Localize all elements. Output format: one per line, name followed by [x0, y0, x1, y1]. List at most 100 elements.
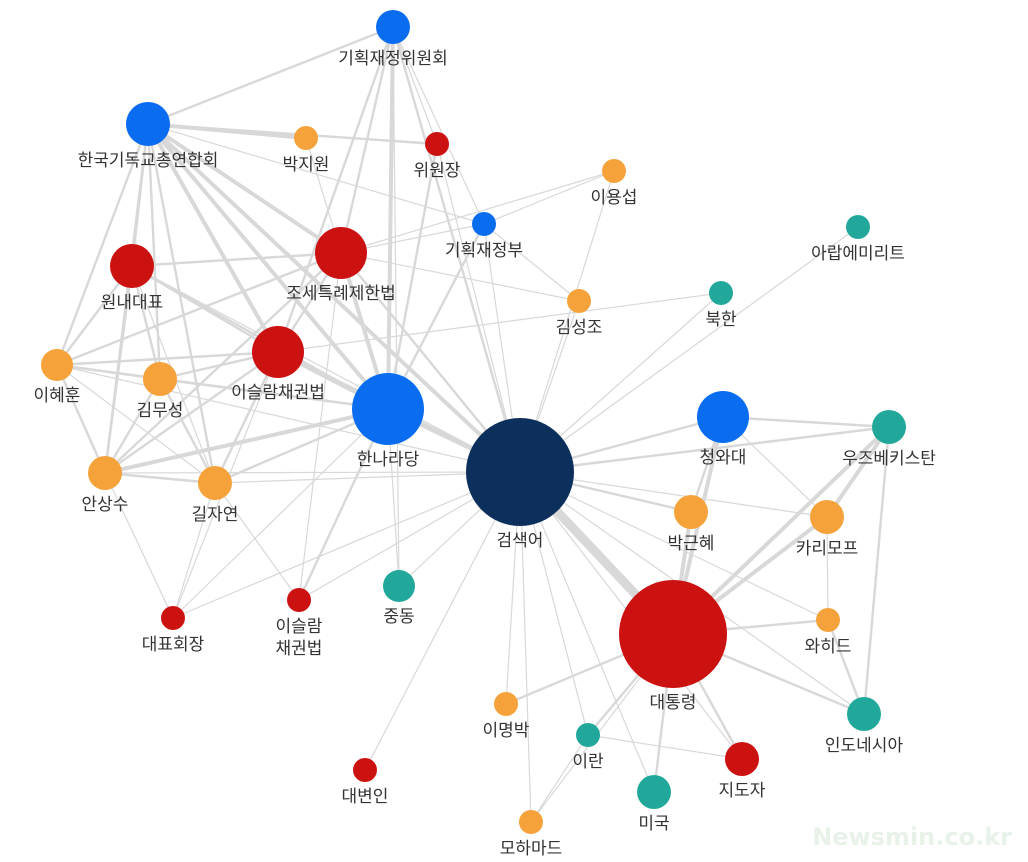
edge-원내대표-안상수: [103, 264, 134, 475]
node-circle[interactable]: [619, 580, 727, 688]
node-우즈베키스탄[interactable]: 우즈베키스탄: [842, 410, 936, 469]
edge-한국기독교총연합회-김무성: [146, 122, 162, 381]
node-이슬람채권법[interactable]: 이슬람채권법: [231, 326, 325, 403]
node-청와대[interactable]: 청와대: [697, 391, 749, 468]
node-circle[interactable]: [126, 102, 170, 146]
node-이란[interactable]: 이란: [572, 723, 604, 772]
node-길자연[interactable]: 길자연: [192, 466, 239, 525]
node-circle[interactable]: [810, 500, 844, 534]
edge-청와대-우즈베키스탄: [721, 415, 891, 429]
node-circle[interactable]: [847, 697, 881, 731]
node-이슬람-채권법[interactable]: 이슬람채권법: [276, 588, 323, 659]
node-한국기독교총연합회[interactable]: 한국기독교총연합회: [78, 102, 219, 171]
edge-검색어-위원장: [436, 143, 521, 473]
node-label: 북한: [705, 310, 737, 330]
node-조세특례제한법[interactable]: 조세특례제한법: [286, 227, 396, 304]
edge-한국기독교총연합회-조세특례제한법: [146, 122, 343, 255]
edge-조세특례제한법-원내대표: [130, 251, 343, 268]
node-기획재정부[interactable]: 기획재정부: [445, 212, 523, 261]
edge-검색어-대표회장: [172, 471, 521, 619]
node-circle[interactable]: [674, 495, 708, 529]
node-circle[interactable]: [519, 810, 543, 834]
node-label: 와히드: [805, 637, 852, 657]
edge-우즈베키스탄-인도네시아: [862, 425, 891, 716]
node-circle[interactable]: [315, 227, 367, 279]
edge-layer: [55, 25, 891, 823]
node-circle[interactable]: [816, 608, 840, 632]
node-이용섭[interactable]: 이용섭: [591, 159, 638, 208]
node-circle[interactable]: [709, 281, 733, 305]
node-circle[interactable]: [567, 289, 591, 313]
node-label: 아랍에미리트: [811, 244, 905, 264]
node-circle[interactable]: [425, 132, 449, 156]
node-기획재정위원회[interactable]: 기획재정위원회: [338, 10, 448, 69]
node-circle[interactable]: [472, 212, 496, 236]
node-중동[interactable]: 중동: [383, 570, 415, 627]
node-circle[interactable]: [376, 10, 410, 44]
node-박근혜[interactable]: 박근혜: [668, 495, 715, 554]
edge-한나라당-대표회장: [172, 408, 389, 619]
node-circle[interactable]: [143, 362, 177, 396]
node-circle[interactable]: [161, 606, 185, 630]
node-김성조[interactable]: 김성조: [556, 289, 603, 338]
node-대표회장[interactable]: 대표회장: [142, 606, 205, 655]
node-이명박[interactable]: 이명박: [483, 692, 530, 741]
edge-북한-이슬람채권법: [277, 292, 722, 353]
node-circle[interactable]: [352, 373, 424, 445]
edge-조세특례제한법-이슬람-채권법: [298, 252, 342, 601]
node-한나라당[interactable]: 한나라당: [352, 373, 424, 470]
node-circle[interactable]: [637, 775, 671, 809]
node-지도자[interactable]: 지도자: [719, 742, 766, 801]
edge-검색어-미국: [519, 471, 655, 793]
edge-기획재정위원회-이슬람채권법: [276, 25, 395, 354]
edge-이슬람채권법-원내대표: [130, 264, 280, 354]
node-label: 기획재정위원회: [338, 49, 447, 69]
node-카리모프[interactable]: 카리모프: [796, 500, 859, 559]
node-circle[interactable]: [494, 692, 518, 716]
node-label: 모하마드: [500, 839, 563, 859]
node-circle[interactable]: [88, 456, 122, 490]
edge-기획재정위원회-조세특례제한법: [339, 25, 395, 255]
node-모하마드[interactable]: 모하마드: [500, 810, 563, 859]
edge-검색어-대변인: [364, 471, 521, 771]
node-circle[interactable]: [294, 126, 318, 150]
node-circle[interactable]: [602, 159, 626, 183]
node-circle[interactable]: [725, 742, 759, 776]
node-label: 중동: [383, 607, 414, 627]
node-label: 이슬람: [276, 617, 323, 637]
node-label: 길자연: [192, 505, 239, 525]
edge-검색어-와히드: [519, 471, 829, 621]
edge-검색어-한국기독교총연합회: [146, 122, 522, 474]
node-아랍에미리트[interactable]: 아랍에미리트: [811, 215, 905, 264]
node-위원장[interactable]: 위원장: [414, 132, 461, 181]
node-circle[interactable]: [110, 244, 154, 288]
node-미국[interactable]: 미국: [637, 775, 671, 834]
node-circle[interactable]: [353, 758, 377, 782]
node-대통령[interactable]: 대통령: [619, 580, 727, 713]
node-circle[interactable]: [383, 570, 415, 602]
node-circle[interactable]: [576, 723, 600, 747]
node-label: 대변인: [342, 787, 389, 807]
node-circle[interactable]: [287, 588, 311, 612]
edge-검색어-원내대표: [131, 265, 521, 473]
node-와히드[interactable]: 와히드: [805, 608, 852, 657]
node-안상수[interactable]: 안상수: [82, 456, 129, 515]
node-원내대표[interactable]: 원내대표: [101, 244, 164, 313]
node-circle[interactable]: [198, 466, 232, 500]
node-circle[interactable]: [697, 391, 749, 443]
node-label: 청와대: [700, 448, 747, 468]
node-circle[interactable]: [41, 349, 73, 381]
node-북한[interactable]: 북한: [705, 281, 737, 330]
node-circle[interactable]: [252, 326, 304, 378]
node-검색어[interactable]: [466, 418, 574, 526]
node-circle[interactable]: [872, 410, 906, 444]
node-circle[interactable]: [466, 418, 574, 526]
node-이혜훈[interactable]: 이혜훈: [34, 349, 81, 406]
node-김무성[interactable]: 김무성: [137, 362, 184, 421]
node-인도네시아[interactable]: 인도네시아: [825, 697, 904, 756]
node-대변인[interactable]: 대변인: [342, 758, 389, 807]
node-circle[interactable]: [846, 215, 870, 239]
node-박지원[interactable]: 박지원: [283, 126, 330, 175]
